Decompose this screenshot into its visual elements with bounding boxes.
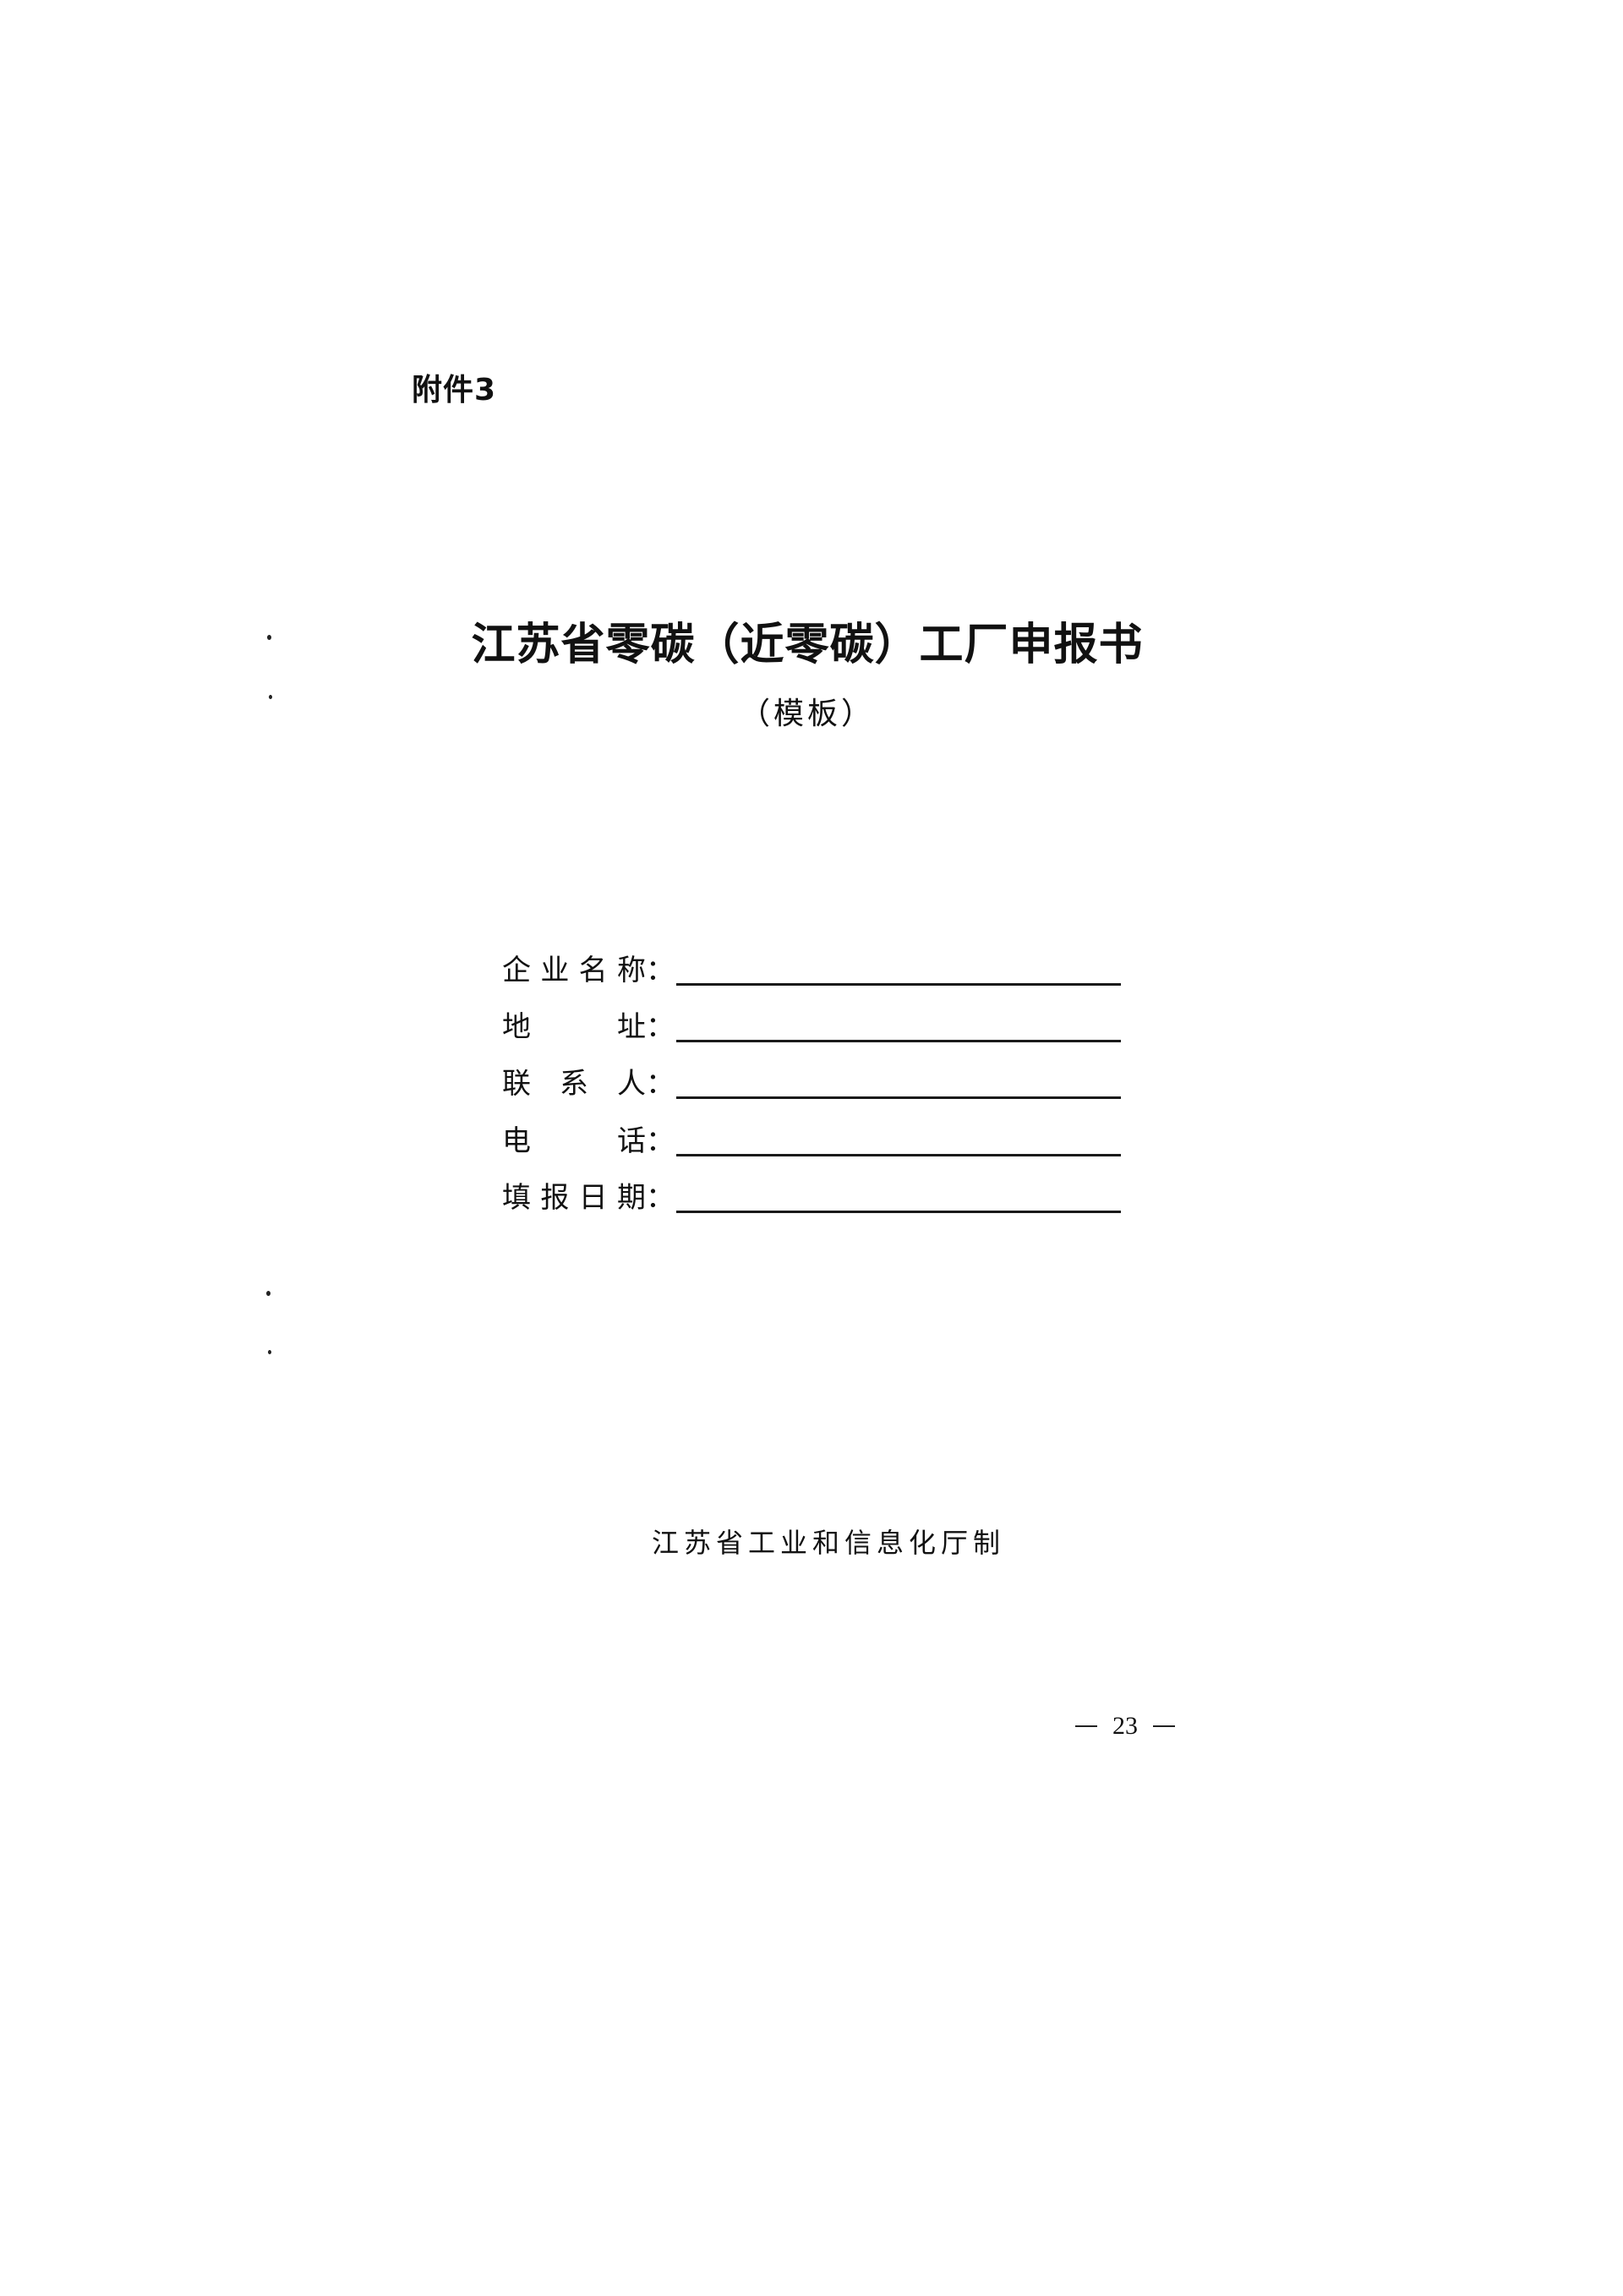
contact-person-field[interactable] [676,1095,1121,1099]
scan-dot [268,1350,271,1354]
form-row-company-name: 企 业 名 称 ： [502,945,1121,987]
form-row-phone: 电 话 ： [502,1116,1121,1158]
scan-dot [267,635,271,640]
company-name-field[interactable] [676,981,1121,986]
form-row-fill-date: 填 报 日 期 ： [502,1173,1121,1215]
form-label-company-name: 企 业 名 称 [502,954,646,987]
form-label-fill-date: 填 报 日 期 [502,1181,646,1215]
document-title: 江苏省零碳（近零碳）工厂申报书 [471,619,1144,670]
form-row-address: 地 址 ： [502,1002,1121,1044]
form-label-phone: 电 话 [502,1124,646,1158]
fill-date-field[interactable] [676,1209,1121,1213]
page-number: 23 [1075,1712,1175,1741]
scan-dot [269,695,272,699]
phone-field[interactable] [676,1152,1121,1156]
page-dash-right [1153,1725,1175,1727]
issuer-text: 江苏省工业和信息化厅制 [651,1527,1005,1559]
form-label-contact-person: 联 系 人 [502,1067,646,1101]
document-subtitle: （模板） [739,697,875,731]
form-row-contact-person: 联 系 人 ： [502,1058,1121,1101]
attachment-label: 附件3 [412,373,497,407]
scan-dot [266,1291,270,1296]
page-number-value: 23 [1112,1712,1138,1740]
form-label-address: 地 址 [502,1010,646,1044]
page-dash-left [1075,1725,1097,1727]
address-field[interactable] [676,1038,1121,1042]
